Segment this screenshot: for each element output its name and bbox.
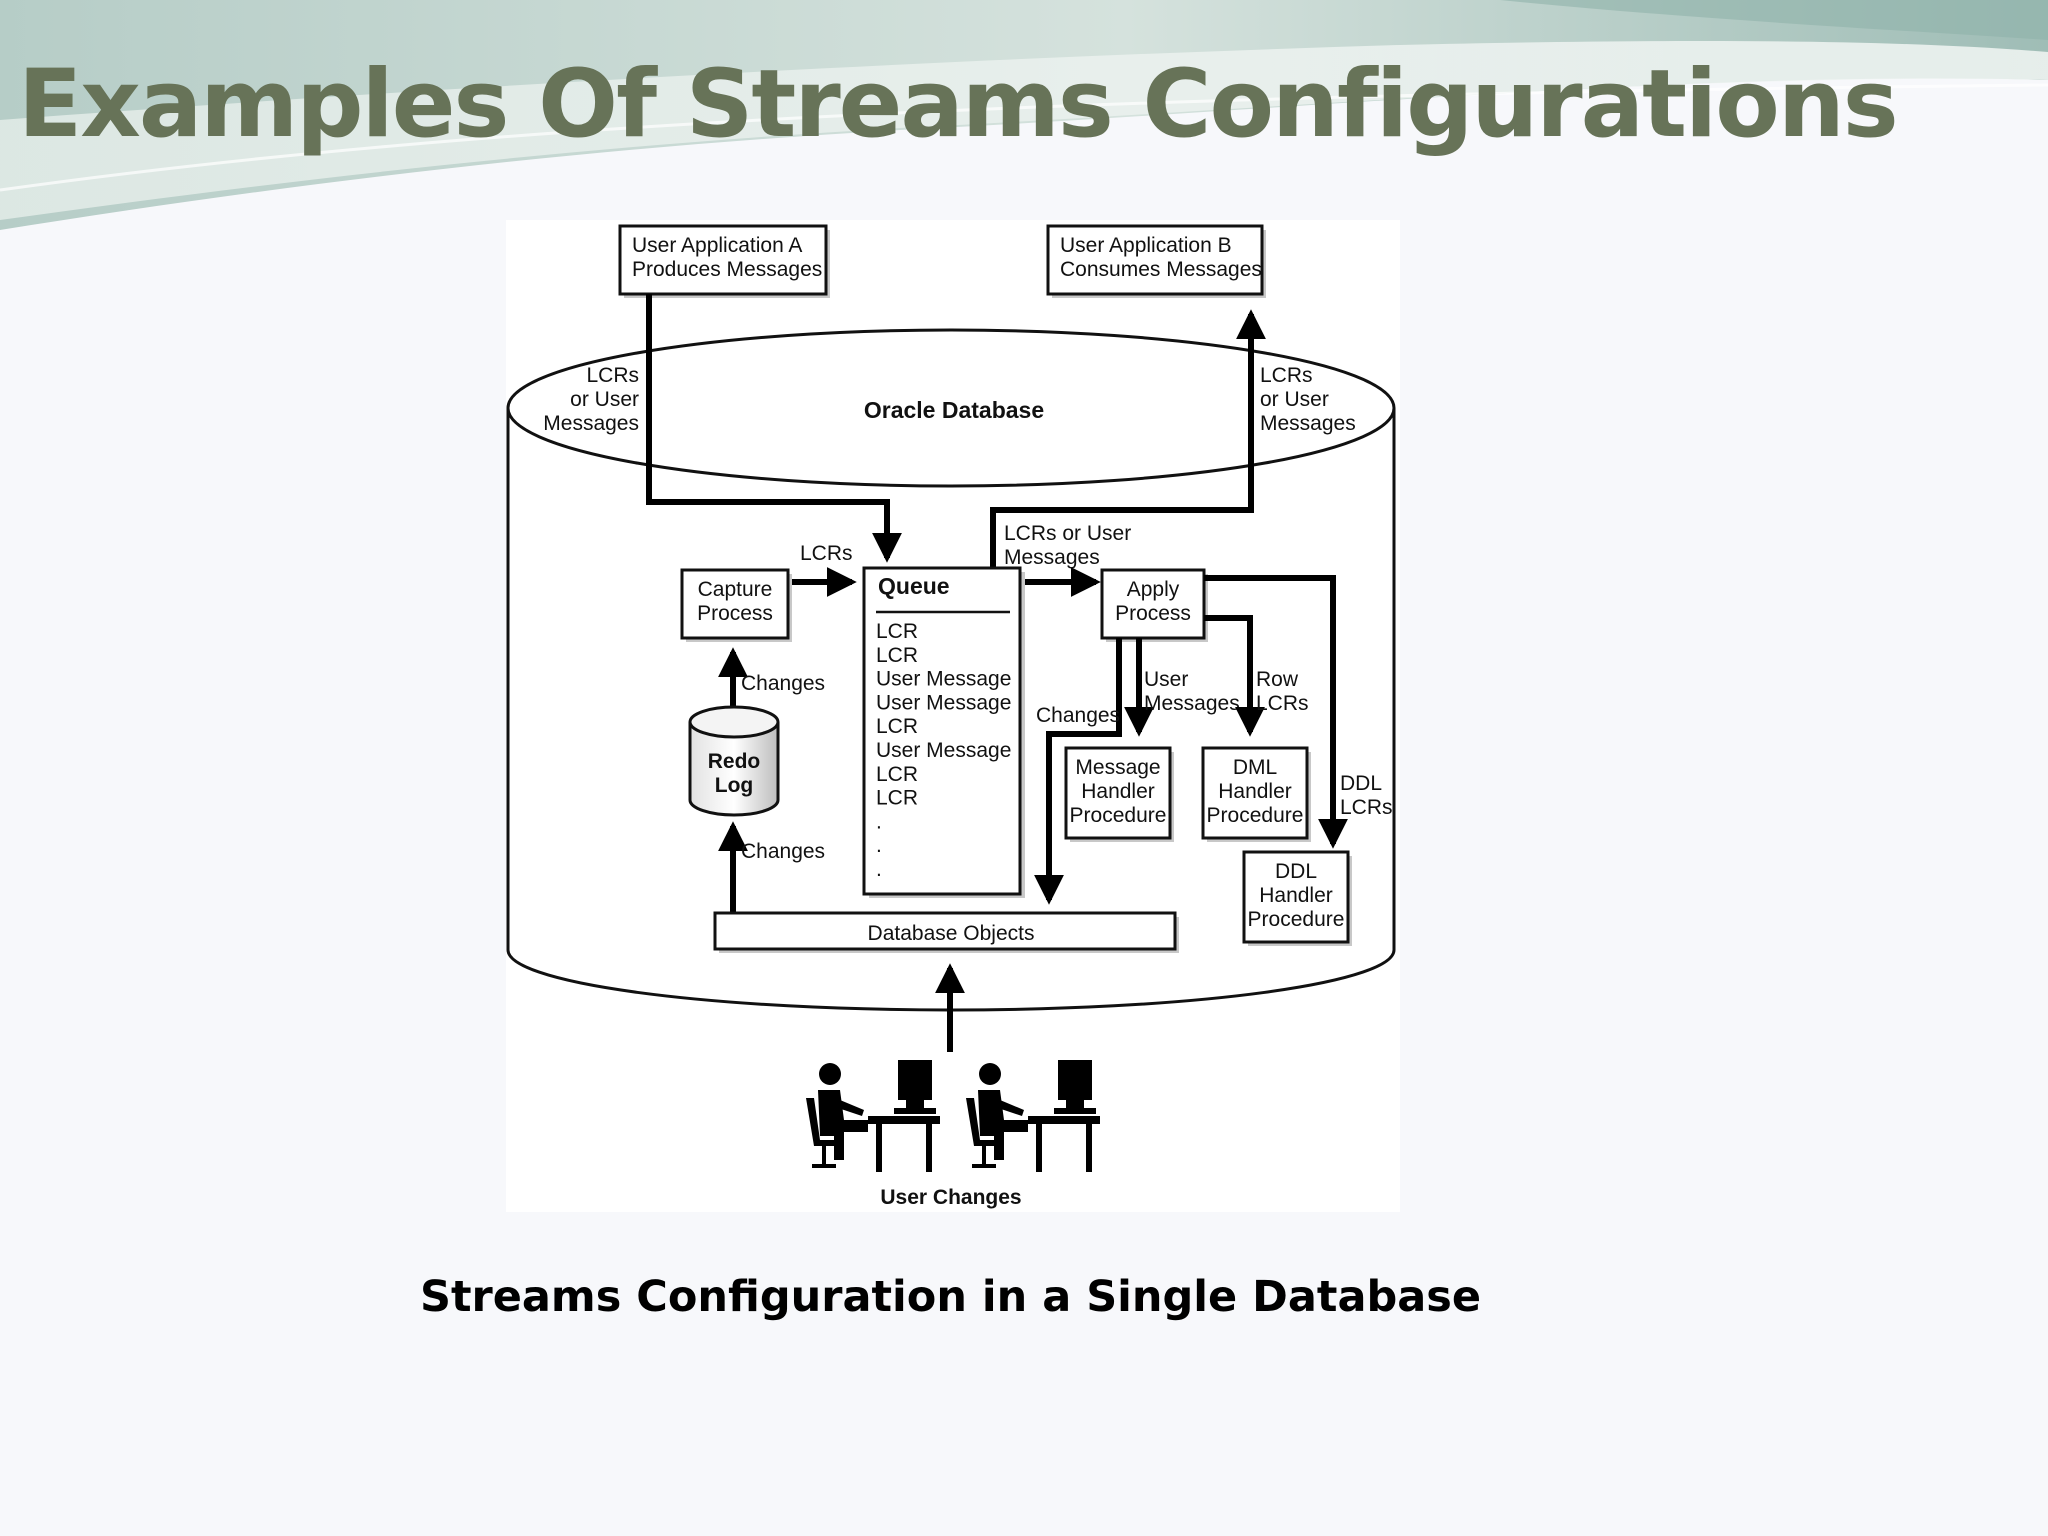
queue-item: LCR <box>876 644 918 667</box>
arrow-apply-to-dml-handler <box>1204 615 1265 737</box>
capture-process-box: Capture Process <box>680 568 792 642</box>
user-application-b-box: User Application B Consumes Messages <box>1046 224 1266 298</box>
arrow-app-a-to-queue <box>646 294 902 563</box>
changes-upper-label: Changes <box>741 672 825 695</box>
redo-line-1: Redo <box>708 750 761 773</box>
msg-handler-2: Handler <box>1081 780 1155 803</box>
queue-title: Queue <box>878 573 950 599</box>
user-messages-1: User <box>1144 668 1188 691</box>
changes-lower-label: Changes <box>741 840 825 863</box>
lcrs-user-left-3: Messages <box>543 412 639 435</box>
lcrs-user-left-1: LCRs <box>586 364 639 387</box>
row-lcrs-1: Row <box>1256 668 1299 691</box>
queue-item: LCR <box>876 763 918 786</box>
row-lcrs-2: LCRs <box>1256 692 1309 715</box>
database-objects-box: Database Objects <box>713 911 1179 953</box>
dml-handler-1: DML <box>1233 756 1277 779</box>
slide-title: Examples Of Streams Configurations <box>18 50 1899 159</box>
ddl-handler-1: DDL <box>1275 860 1317 883</box>
queue-item: . <box>876 834 882 857</box>
lcrs-user-right-1: LCRs <box>1260 364 1313 387</box>
diagram-caption: Streams Configuration in a Single Databa… <box>420 1272 1482 1322</box>
dml-handler-3: Procedure <box>1207 804 1304 827</box>
app-a-line-2: Produces Messages <box>632 258 822 281</box>
queue-item: . <box>876 810 882 833</box>
user-application-a-box: User Application A Produces Messages <box>618 224 830 298</box>
user-workstation-icon-right <box>966 1060 1100 1172</box>
dml-handler-2: Handler <box>1218 780 1292 803</box>
ddl-lcrs-2: LCRs <box>1340 796 1393 819</box>
queue-item: User Message <box>876 739 1011 762</box>
redo-line-2: Log <box>715 774 753 797</box>
user-messages-2: Messages <box>1144 692 1240 715</box>
lcrs-label: LCRs <box>800 542 853 565</box>
queue-item: User Message <box>876 668 1011 691</box>
app-a-line-1: User Application A <box>632 234 802 257</box>
queue-item: LCR <box>876 787 918 810</box>
arrow-apply-to-objects <box>1034 638 1122 905</box>
queue-item: . <box>876 858 882 881</box>
apply-line-2: Process <box>1115 602 1191 625</box>
changes-apply-label: Changes <box>1036 704 1120 727</box>
msg-handler-1: Message <box>1075 756 1160 779</box>
msg-handler-3: Procedure <box>1070 804 1167 827</box>
ddl-handler-3: Procedure <box>1248 908 1345 931</box>
redo-log-cylinder: Redo Log <box>688 705 780 817</box>
lcrs-user-right-3: Messages <box>1260 412 1356 435</box>
app-b-line-2: Consumes Messages <box>1060 258 1262 281</box>
arrow-queue-to-app-b <box>990 309 1266 576</box>
dml-handler-box: DML Handler Procedure <box>1201 746 1311 842</box>
ddl-lcrs-1: DDL <box>1340 772 1382 795</box>
apply-line-1: Apply <box>1127 578 1180 601</box>
app-b-line-1: User Application B <box>1060 234 1232 257</box>
lcrs-user-right-2: or User <box>1260 388 1329 411</box>
arrow-apply-to-ddl-handler <box>1204 575 1348 849</box>
queue-item: LCR <box>876 715 918 738</box>
capture-line-2: Process <box>697 602 773 625</box>
oracle-database-label: Oracle Database <box>864 397 1044 423</box>
queue-item: User Message <box>876 691 1011 714</box>
lcrs-or-user-2: Messages <box>1004 546 1100 569</box>
user-changes-label: User Changes <box>880 1186 1021 1209</box>
header-swoosh-decoration <box>0 0 2048 230</box>
queue-item: LCR <box>876 620 918 643</box>
apply-process-box: Apply Process <box>1100 568 1208 642</box>
user-workstation-icon-left <box>806 1060 940 1172</box>
lcrs-user-left-2: or User <box>570 388 639 411</box>
lcrs-or-user-1: LCRs or User <box>1004 522 1131 545</box>
capture-line-1: Capture <box>698 578 773 601</box>
ddl-handler-box: DDL Handler Procedure <box>1242 850 1352 946</box>
streams-diagram: Oracle Database User Application A Produ… <box>506 220 1400 1212</box>
message-handler-box: Message Handler Procedure <box>1064 746 1174 842</box>
database-objects-label: Database Objects <box>868 922 1035 945</box>
ddl-handler-2: Handler <box>1259 884 1333 907</box>
